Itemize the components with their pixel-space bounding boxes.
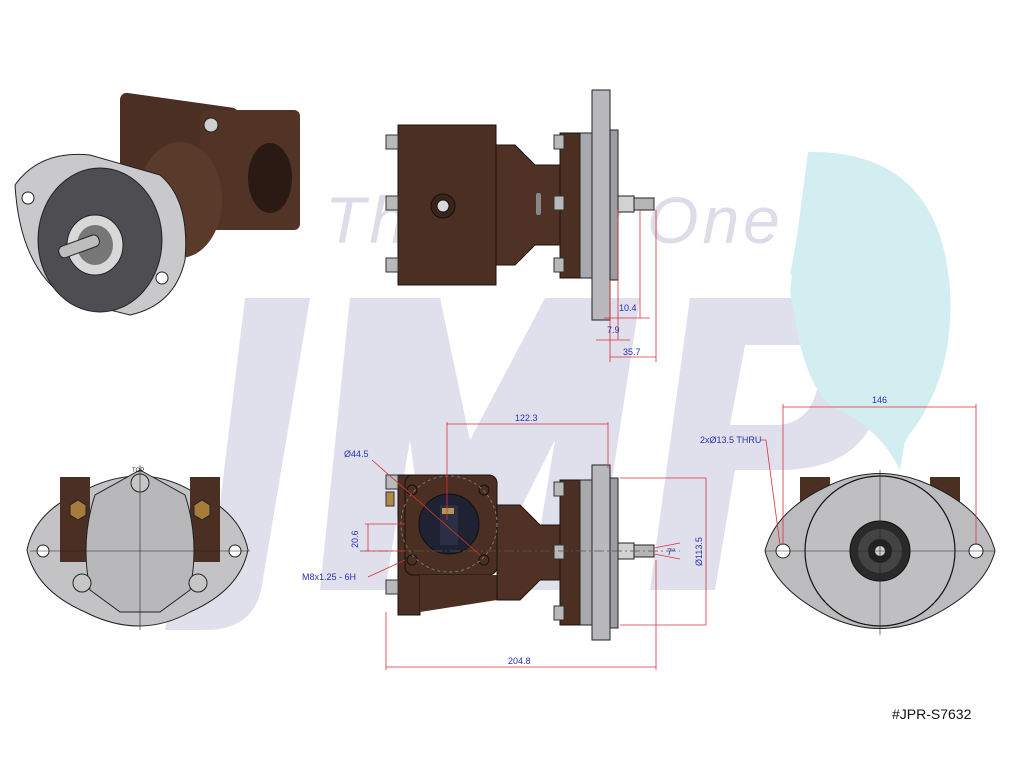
dim-port-diameter: Ø44.5 [344,449,369,459]
dim-bolt-holes: 2xØ13.5 THRU [700,435,761,445]
dim-shaft-protrusion: 35.7 [623,347,641,357]
dim-port-thread: M8x1.25 - 6H [302,572,356,582]
dim-taper-angle: 7° [667,547,676,557]
dim-shaft-thread-length: 10.4 [619,303,637,313]
dim-bolt-spacing: 146 [872,395,887,405]
dim-shaft-shoulder: 7.9 [607,325,620,335]
dim-port-offset: 20.6 [350,530,360,548]
dim-flange-diameter: Ø113.5 [694,537,704,566]
dim-port-to-flange: 122.3 [515,413,538,423]
top-mark: TOP [132,468,144,474]
dim-overall-length: 204.8 [508,656,531,666]
part-number: #JPR-S7632 [892,706,972,722]
